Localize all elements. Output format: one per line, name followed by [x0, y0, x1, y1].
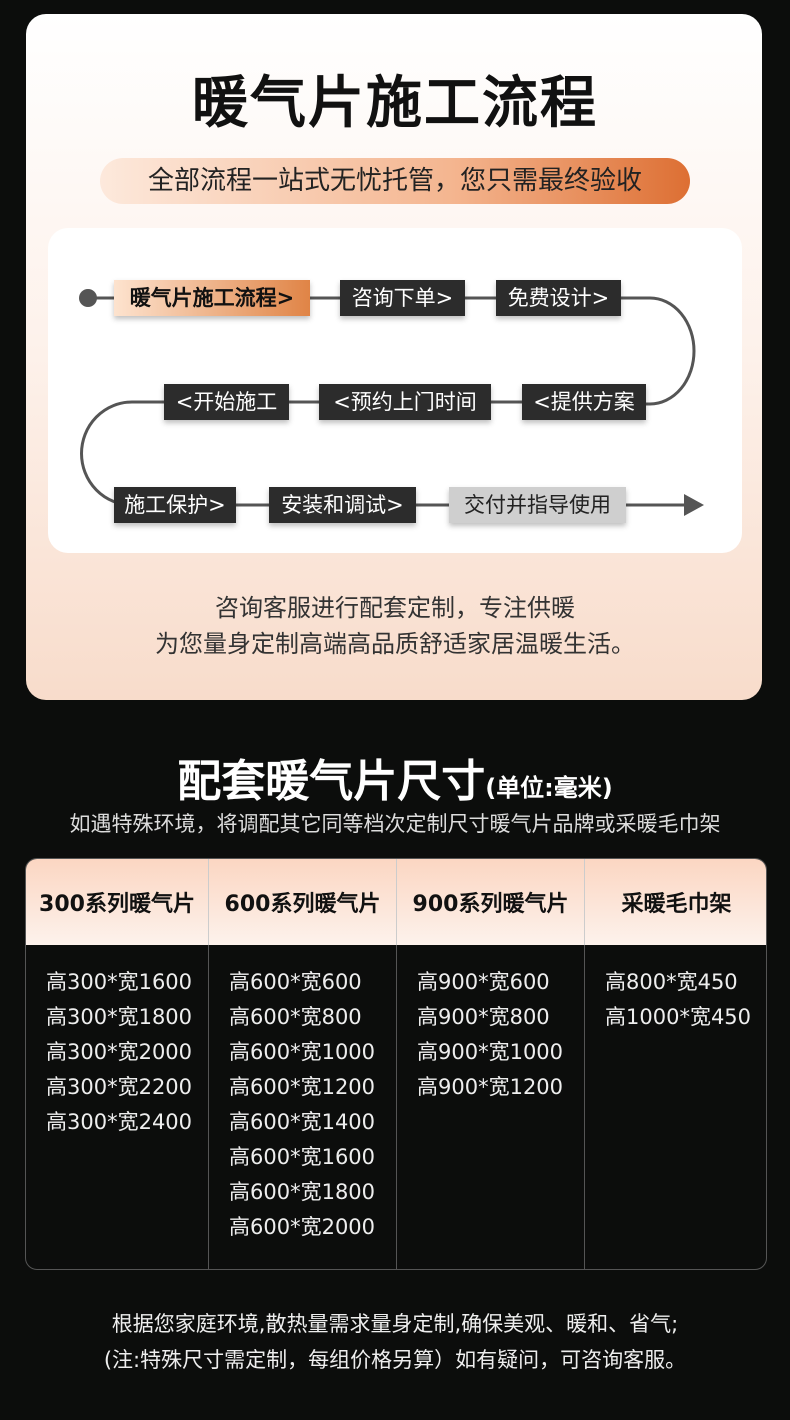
page-title: 暖气片施工流程 [192, 71, 598, 136]
table-cell: 高800*宽450 [605, 970, 738, 994]
sizes-heading: 配套暖气片尺寸(单位:毫米) [0, 745, 790, 809]
table-cell: 高600*宽800 [229, 1005, 362, 1029]
table-cell: 高300*宽1800 [46, 1005, 193, 1029]
flow-step: 暖气片施工流程> [114, 280, 310, 316]
table-cell: 高600*宽1200 [229, 1075, 376, 1099]
flow-step: <提供方案 [522, 384, 646, 420]
flow-step: 免费设计> [496, 280, 621, 316]
table-column: 高900*宽600 高900*宽800 高900*宽1000 高900*宽1200 [397, 945, 585, 1269]
table-header: 900系列暖气片 [397, 859, 585, 945]
flow-step: 安装和调试> [269, 487, 416, 523]
flow-step: 咨询下单> [340, 280, 465, 316]
flow-step: <预约上门时间 [319, 384, 491, 420]
process-description: 咨询客服进行配套定制，专注供暖为您量身定制高端高品质舒适家居温暖生活。 [0, 590, 790, 662]
sizes-table: 300系列暖气片 600系列暖气片 900系列暖气片 采暖毛巾架 高300*宽1… [25, 858, 767, 1270]
table-cell: 高600*宽600 [229, 970, 362, 994]
table-column: 高300*宽1600 高300*宽1800 高300*宽2000 高300*宽2200… [26, 945, 209, 1269]
flow-step: <开始施工 [164, 384, 289, 420]
flow-step: 交付并指导使用 [449, 487, 626, 523]
sizes-unit: (单位:毫米) [485, 774, 613, 802]
flow-start-dot [79, 289, 97, 307]
table-column: 高800*宽450 高1000*宽450 [585, 945, 766, 1269]
table-cell: 高300*宽2200 [46, 1075, 193, 1099]
table-cell: 高600*宽1400 [229, 1110, 376, 1134]
footer-line: (注:特殊尺寸需定制，每组价格另算）如有疑问，可咨询客服。 [103, 1348, 687, 1372]
table-header: 600系列暖气片 [209, 859, 397, 945]
footer-note: 根据您家庭环境,散热量需求量身定制,确保美观、暖和、省气; (注:特殊尺寸需定制，… [0, 1306, 790, 1378]
table-cell: 高1000*宽450 [605, 1005, 752, 1029]
table-column: 高600*宽600 高600*宽800 高600*宽1000 高600*宽1200 高6… [209, 945, 397, 1269]
table-cell: 高300*宽2400 [46, 1110, 193, 1134]
flow-step: 施工保护> [114, 487, 236, 523]
table-header: 300系列暖气片 [26, 859, 209, 945]
flow-end-arrow-icon [684, 494, 704, 516]
desc-line: 为您量身定制高端高品质舒适家居温暖生活。 [155, 630, 635, 658]
table-cell: 高900*宽600 [417, 970, 550, 994]
table-cell: 高300*宽1600 [46, 970, 193, 994]
table-cell: 高900*宽800 [417, 1005, 550, 1029]
table-cell: 高900*宽1200 [417, 1075, 564, 1099]
table-cell: 高300*宽2000 [46, 1040, 193, 1064]
flow-connector-lines [79, 289, 704, 516]
table-cell: 高600*宽1800 [229, 1180, 376, 1204]
sizes-title: 配套暖气片尺寸 [177, 756, 486, 807]
table-cell: 高600*宽1000 [229, 1040, 376, 1064]
desc-line: 咨询客服进行配套定制，专注供暖 [215, 594, 575, 622]
subtitle-pill: 全部流程一站式无忧托管，您只需最终验收 [100, 158, 690, 204]
table-cell: 高900*宽1000 [417, 1040, 564, 1064]
table-header: 采暖毛巾架 [585, 859, 766, 945]
footer-line: 根据您家庭环境,散热量需求量身定制,确保美观、暖和、省气; [111, 1312, 679, 1336]
sizes-subtitle: 如遇特殊环境，将调配其它同等档次定制尺寸暖气片品牌或采暖毛巾架 [69, 812, 721, 836]
table-cell: 高600*宽2000 [229, 1215, 376, 1239]
table-cell: 高600*宽1600 [229, 1145, 376, 1169]
